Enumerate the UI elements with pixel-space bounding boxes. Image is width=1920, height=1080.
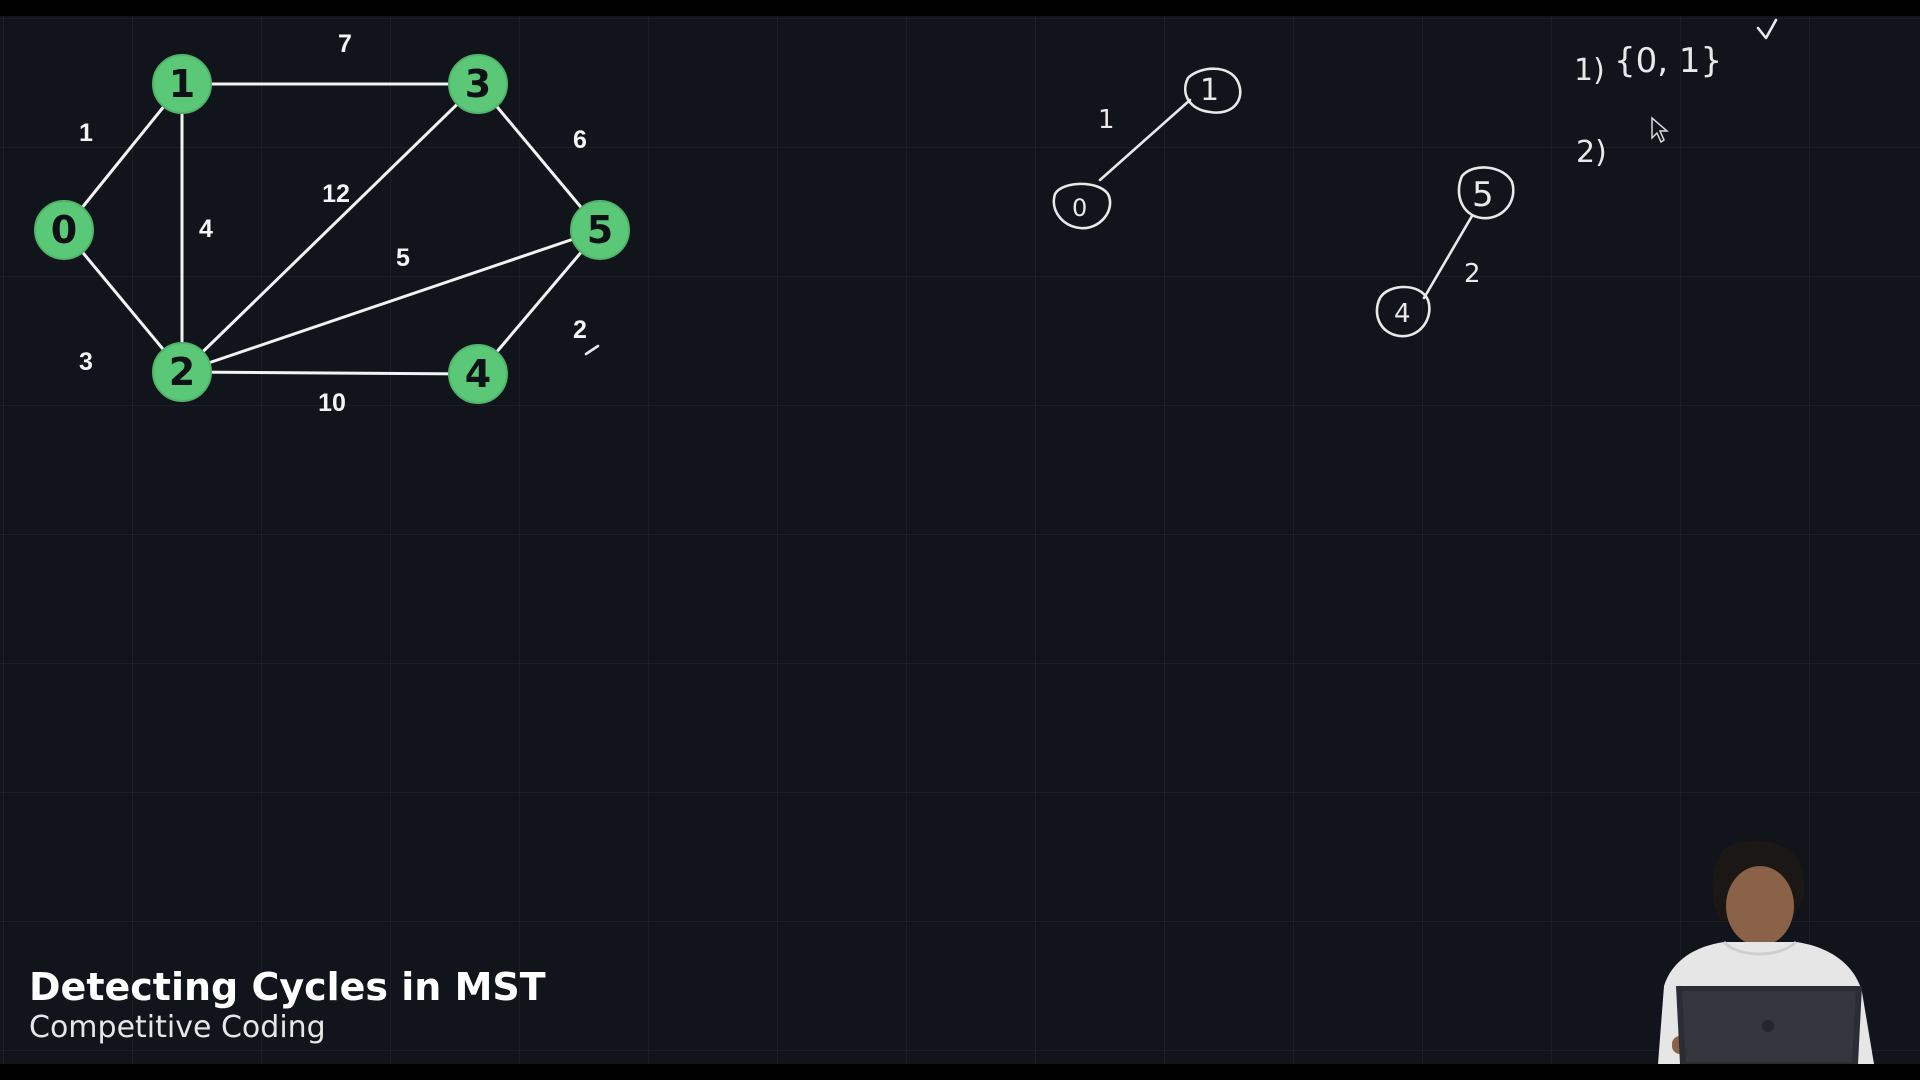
edge-2-3 — [180, 82, 480, 374]
graph-node-label-1: 1 — [169, 62, 195, 106]
edge-weight-2-3: 12 — [322, 180, 350, 208]
presenter-silhouette — [1658, 840, 1874, 1064]
graph-node-1 — [152, 54, 212, 114]
edge-weight-2-5: 5 — [396, 244, 410, 272]
graph-node-label-5: 5 — [587, 208, 613, 252]
graph-node-2 — [152, 342, 212, 402]
edge-0-2 — [62, 228, 184, 374]
graph-node-4 — [448, 344, 508, 404]
tree-a-node-1-label: 1 — [1200, 73, 1219, 108]
graph-node-label-2: 2 — [169, 350, 195, 394]
edge-0-1 — [62, 82, 184, 232]
graph-node-label-3: 3 — [465, 62, 491, 106]
edge-2-4 — [180, 370, 480, 376]
step-1-set: {0, 1} — [1614, 41, 1722, 81]
edge-weight-0-1: 1 — [79, 119, 93, 147]
video-caption: Detecting Cycles in MST Competitive Codi… — [29, 964, 546, 1046]
graph-node-0 — [34, 200, 94, 260]
tree-b-node-4-label: 4 — [1394, 299, 1411, 329]
edge-weight-2-4: 10 — [318, 389, 346, 417]
tree-b-node-5-circle — [1457, 166, 1515, 220]
tree-b-edge — [1422, 214, 1474, 300]
caption-title: Detecting Cycles in MST — [29, 965, 546, 1009]
tree-a-node-0-circle — [1052, 182, 1112, 230]
edge-weight-1-2: 4 — [199, 215, 213, 243]
graph-node-label-0: 0 — [51, 208, 77, 252]
tree-a-node-0-label: 0 — [1072, 194, 1087, 222]
tree-a-node-1-circle — [1183, 67, 1242, 114]
handwritten-step-list: 1) {0, 1} 2) — [1574, 18, 1778, 170]
step-1-marker: 1) — [1574, 53, 1605, 88]
handwritten-tree-b: 5 4 2 — [1375, 166, 1515, 338]
edge-weight-1-3: 7 — [338, 30, 352, 58]
tree-a-edge-weight: 1 — [1098, 105, 1115, 135]
laptop-icon — [1676, 986, 1862, 1064]
edge-4-5 — [476, 228, 602, 376]
tree-a-edge — [1098, 98, 1192, 182]
edge-weight-3-5: 6 — [573, 126, 587, 154]
cursor-arrow-icon — [1651, 116, 1670, 144]
tree-b-edge-weight: 2 — [1464, 259, 1481, 289]
step-2-marker: 2) — [1576, 135, 1607, 170]
caption-subtitle: Competitive Coding — [29, 1010, 326, 1045]
graph-node-5 — [570, 200, 630, 260]
graph-node-3 — [448, 54, 508, 114]
tree-b-node-5-label: 5 — [1472, 175, 1494, 215]
edge-2-5 — [180, 228, 602, 374]
graph-edges — [62, 82, 602, 376]
check-mark-icon — [1756, 18, 1778, 40]
edge-weight-0-2: 3 — [79, 348, 93, 376]
graph-node-label-4: 4 — [465, 352, 491, 396]
tree-b-node-4-circle — [1375, 285, 1431, 338]
edge-weight-4-5: 2 — [573, 316, 587, 344]
pen-tick-mark — [584, 344, 600, 356]
handwritten-tree-a: 1 0 1 — [1052, 67, 1242, 230]
edge-3-5 — [476, 82, 602, 232]
